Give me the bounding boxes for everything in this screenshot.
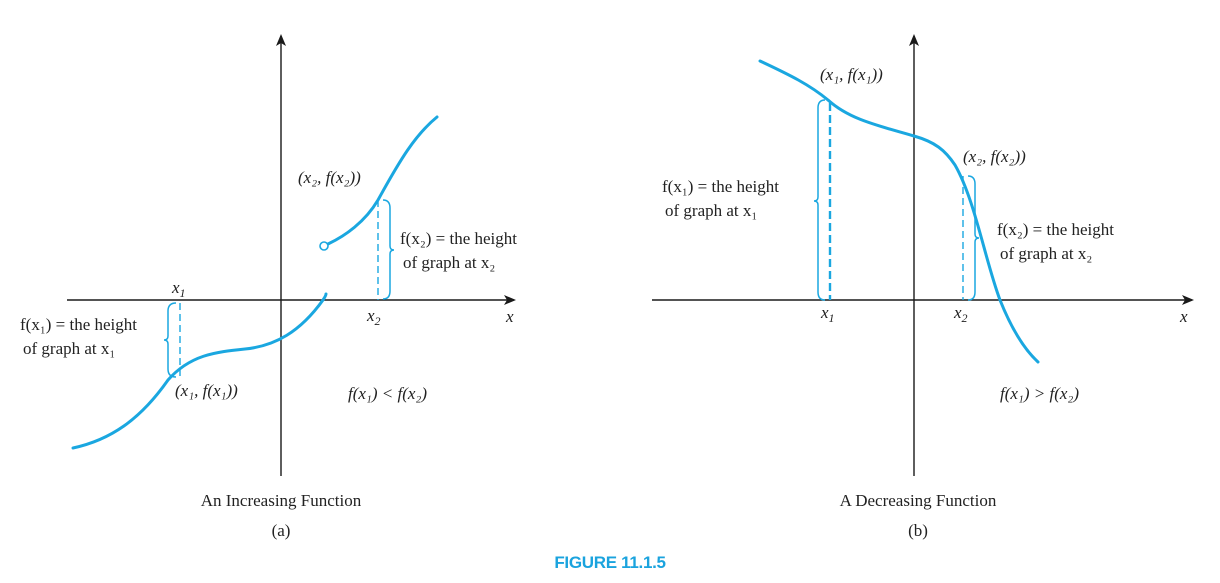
panel-sublabel: (b)	[908, 521, 928, 540]
point1-label: (x₁, f(x₁))	[175, 381, 238, 400]
height1-label-line2: of graph at x₁	[665, 201, 757, 220]
brace-height-x1	[813, 99, 826, 301]
panel-caption: An Increasing Function	[201, 491, 362, 510]
axis-label-x: x	[1179, 307, 1188, 326]
open-circle-icon	[319, 241, 329, 251]
height2-label-line2: of graph at x₂	[1000, 244, 1092, 263]
panel-a-increasing: x1 x2 x (x₁, f(x₁)) (x₂, f(x₂)) f(x₁) = …	[20, 34, 517, 540]
height1-label-line1: f(x₁) = the height	[662, 177, 779, 196]
point2-label: (x₂, f(x₂))	[298, 168, 361, 187]
height1-label-line2: of graph at x₁	[23, 339, 115, 358]
brace-height-x2	[382, 199, 395, 300]
height2-label-line1: f(x₂) = the height	[400, 229, 517, 248]
brace-height-x1	[163, 302, 177, 378]
tick-x2: x2	[953, 303, 968, 325]
height2-label-line1: f(x₂) = the height	[997, 220, 1114, 239]
height2-label-line2: of graph at x₂	[403, 253, 495, 272]
increasing-curve-lower	[71, 292, 328, 450]
relation-label: f(x₁) > f(x₂)	[1000, 384, 1079, 403]
point1-label: (x₁, f(x₁))	[820, 65, 883, 84]
tick-x1: x1	[820, 303, 835, 325]
tick-x2: x2	[366, 306, 381, 328]
panel-caption: A Decreasing Function	[840, 491, 997, 510]
brace-height-x2	[967, 175, 980, 301]
point2-label: (x₂, f(x₂))	[963, 147, 1026, 166]
panel-b-decreasing: x1 x2 x (x₁, f(x₁)) (x₂, f(x₂)) f(x₁) = …	[652, 34, 1194, 540]
decreasing-curve	[758, 59, 1040, 364]
figure-title: FIGURE 11.1.5	[554, 553, 665, 572]
axis-label-x: x	[505, 307, 514, 326]
increasing-curve-upper	[326, 115, 439, 246]
tick-x1: x1	[171, 278, 186, 300]
height1-label-line1: f(x₁) = the height	[20, 315, 137, 334]
relation-label: f(x₁) < f(x₂)	[348, 384, 427, 403]
panel-sublabel: (a)	[272, 521, 291, 540]
